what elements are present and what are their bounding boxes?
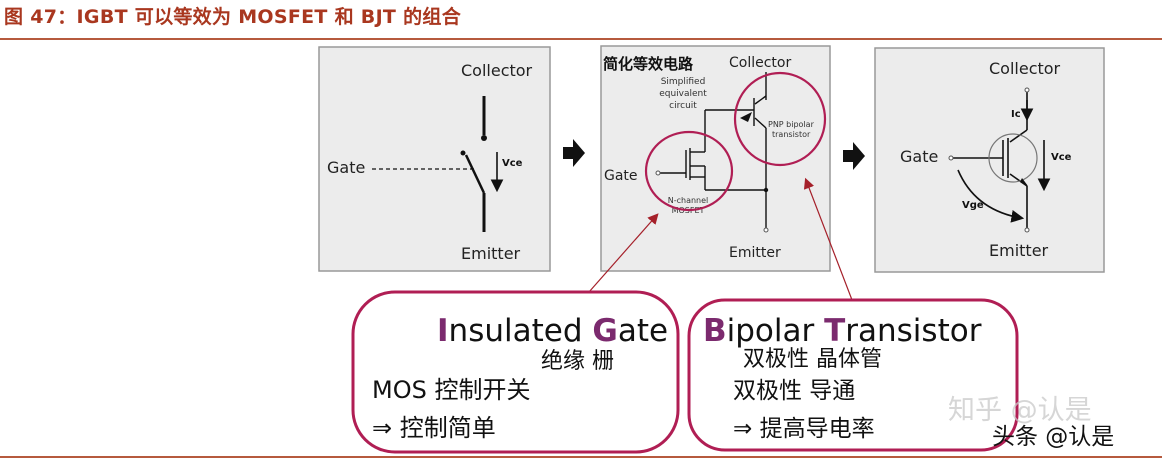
bipolar-line1: 双极性 导通 [733, 378, 855, 404]
p3-gate-label: Gate [900, 147, 938, 166]
p3-collector-label: Collector [989, 59, 1061, 78]
p2-pnp-1: PNP bipolar [768, 120, 815, 129]
p2-pnp-2: transistor [772, 130, 811, 139]
igate-line2: ⇒ 控制简单 [372, 414, 496, 442]
p2-simplified-1: Simplified [661, 77, 706, 87]
connector-to-mosfet [588, 213, 659, 293]
zhihu-watermark: 知乎 @认是 [948, 395, 1092, 426]
p2-emitter-label: Emitter [729, 245, 781, 261]
panel-igbt: Collector Gate Emitter Ic Vce Vge [874, 47, 1105, 273]
p2-gate-label: Gate [604, 168, 638, 184]
panel-switch: Collector Gate Emitter Vce [318, 46, 551, 272]
p3-vce-label: Vce [1051, 152, 1072, 163]
igbt-diagram: Collector Gate Emitter Vce 简化等效电路 Collec… [318, 45, 1105, 454]
p1-vce-label: Vce [502, 158, 523, 169]
igate-subtitle: 绝缘 栅 [541, 349, 614, 374]
panel-equivalent: 简化等效电路 Collector Simplified equivalent c… [600, 45, 831, 272]
bipolar-box [687, 298, 1019, 452]
bipolar-line2: ⇒ 提高导电率 [733, 416, 875, 442]
p2-nchannel-1: N-channel [668, 196, 709, 205]
figure-title: 图 47：IGBT 可以等效为 MOSFET 和 BJT 的组合 [4, 6, 462, 28]
p2-heading: 简化等效电路 [603, 55, 694, 73]
p2-simplified-3: circuit [669, 101, 697, 111]
p2-collector-label: Collector [729, 55, 791, 71]
flow-arrow-1 [563, 139, 585, 167]
toutiao-watermark: 头条 @认是 [992, 424, 1115, 450]
bottom-rule [0, 456, 1162, 458]
flow-arrow-2 [843, 142, 865, 170]
p1-gate-label: Gate [327, 158, 365, 177]
igate-title: Insulated Gate [437, 313, 668, 349]
p2-simplified-2: equivalent [659, 89, 707, 99]
p3-ic-label: Ic [1011, 109, 1021, 120]
p3-emitter-label: Emitter [989, 241, 1049, 260]
bipolar-subtitle: 双极性 晶体管 [743, 347, 882, 372]
p1-collector-label: Collector [461, 61, 533, 80]
p3-vge-label: Vge [962, 200, 984, 211]
igate-box [351, 290, 680, 454]
top-rule [0, 38, 1162, 40]
igate-line1: MOS 控制开关 [372, 376, 530, 404]
p1-emitter-label: Emitter [461, 244, 521, 263]
bipolar-title: Bipolar Transistor [703, 313, 982, 349]
